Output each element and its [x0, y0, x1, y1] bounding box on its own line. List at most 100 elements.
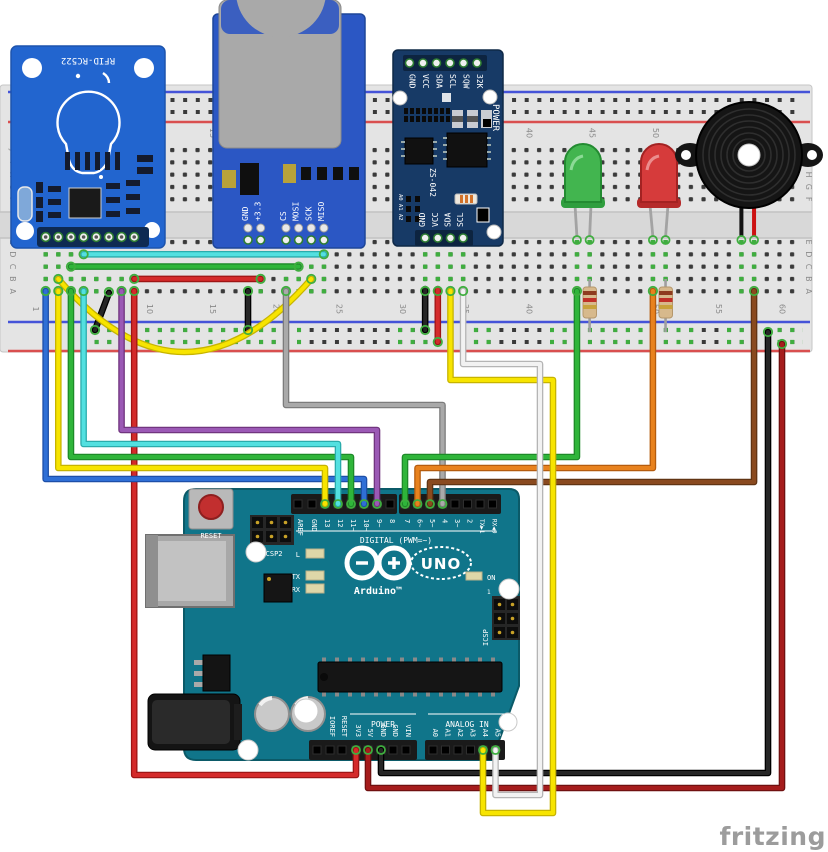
rtc-model-label: ZS-042 — [428, 168, 437, 197]
rtc-orange-resistor — [454, 193, 478, 205]
icsp2-header — [250, 515, 294, 545]
qfp-chip — [263, 573, 293, 603]
svg-text:45: 45 — [588, 128, 597, 138]
sd-card — [218, 0, 342, 149]
svg-text:10: 10 — [145, 304, 154, 314]
svg-text:AREF: AREF — [296, 519, 304, 536]
led-rx — [305, 583, 325, 594]
smd — [476, 207, 490, 223]
svg-text:50: 50 — [651, 128, 660, 138]
svg-text:A: A — [8, 288, 17, 294]
sd-pin-labels: GND +3.3 CS MOSI SCK MISO — [241, 202, 326, 221]
svg-text:SCL: SCL — [448, 74, 457, 89]
svg-text:GND: GND — [408, 74, 417, 89]
rtc-main-ic — [443, 132, 491, 168]
antenna-icon — [56, 72, 121, 175]
svg-text:VCC: VCC — [431, 212, 440, 227]
usb-connector — [145, 534, 235, 608]
red-led[interactable] — [637, 143, 681, 245]
resistor-1[interactable] — [582, 279, 597, 332]
svg-text:SCK: SCK — [304, 206, 313, 221]
smd — [442, 93, 451, 102]
led-tx — [305, 570, 325, 581]
svg-text:B: B — [804, 276, 813, 282]
svg-text:12: 12 — [336, 519, 344, 527]
svg-text:60: 60 — [777, 304, 786, 314]
mounting-hole — [392, 90, 408, 106]
svg-text:C: C — [804, 264, 813, 270]
smd-pads — [36, 152, 153, 222]
svg-text:A4: A4 — [481, 729, 489, 737]
svg-text:D: D — [804, 251, 813, 257]
svg-text:7: 7 — [403, 519, 411, 523]
svg-text:A1: A1 — [444, 729, 452, 737]
svg-text:10~: 10~ — [362, 519, 370, 532]
mounting-hole — [486, 224, 502, 240]
rfid-pins — [40, 231, 140, 243]
svg-text:ON: ON — [487, 574, 495, 582]
rfid-rc522-module[interactable]: RFID-RC522 — [10, 45, 166, 249]
reset-label: RESET — [200, 532, 222, 540]
svg-text:5V: 5V — [366, 729, 374, 738]
atmega-chip — [317, 657, 503, 697]
digital-header-left[interactable] — [291, 494, 397, 514]
svg-text:A2: A2 — [456, 729, 464, 737]
rtc-small-ic — [401, 137, 437, 165]
svg-text:40: 40 — [524, 304, 533, 314]
rtc-top-pins — [404, 58, 482, 68]
rtc-power-label: POWER — [490, 104, 500, 132]
fritzing-watermark: fritzing — [719, 822, 826, 851]
analog-caption: ANALOG IN — [445, 720, 489, 729]
svg-text:VCC: VCC — [421, 74, 430, 89]
svg-text:RX◀0: RX◀0 — [491, 519, 498, 534]
power-header[interactable] — [309, 740, 417, 760]
rfid-chip — [68, 187, 102, 219]
digital-caption: DIGITAL (PWM=~) — [360, 536, 432, 545]
svg-text:1: 1 — [31, 306, 40, 311]
svg-text:RX: RX — [292, 586, 301, 594]
digital-header-right[interactable] — [399, 494, 501, 514]
sd-card-module[interactable]: GND +3.3 CS MOSI SCK MISO — [212, 0, 366, 249]
svg-text:GND: GND — [418, 212, 427, 227]
svg-text:A5: A5 — [494, 729, 502, 737]
svg-text:B: B — [8, 276, 17, 282]
svg-text:SCL: SCL — [456, 212, 465, 227]
svg-text:SDA: SDA — [443, 212, 452, 227]
mounting-hole — [498, 578, 520, 600]
icsp2-label: ICSP2 — [261, 550, 282, 558]
svg-text:GND: GND — [241, 206, 250, 221]
arduino-uno[interactable]: RESET ICSP2 AREF GND 13 12 11~ 10~ 9~ 8 … — [145, 488, 520, 761]
svg-text:VIN: VIN — [404, 724, 412, 737]
icsp-pin1-label: 1 — [487, 589, 491, 596]
rtc-address-label: A0 A1 A2 — [397, 194, 403, 221]
reset-button[interactable] — [188, 488, 234, 530]
rtc-ds3231-module[interactable]: GND VCC SDA SCL SQW 32K POWER ZS-042 A0 … — [392, 49, 504, 247]
svg-text:RESET: RESET — [340, 716, 348, 738]
svg-text:C: C — [8, 264, 17, 270]
uno-oval — [410, 546, 472, 580]
rfid-label: RFID-RC522 — [61, 55, 115, 65]
svg-text:4: 4 — [441, 519, 449, 523]
icsp-label: ICSP — [482, 629, 490, 646]
svg-text:GND: GND — [310, 519, 318, 532]
mounting-hole — [22, 58, 42, 78]
resistor-2[interactable] — [658, 279, 673, 332]
sd-components — [222, 163, 359, 195]
piezo-buzzer[interactable] — [675, 101, 823, 245]
svg-text:11~: 11~ — [349, 519, 357, 532]
mounting-hole — [293, 698, 319, 724]
mounting-hole — [245, 541, 267, 563]
buzzer-grooves — [702, 108, 796, 202]
uno-label: UNO — [421, 555, 462, 573]
svg-text:E: E — [804, 239, 813, 244]
svg-text:9~: 9~ — [375, 519, 383, 527]
svg-text:+3.3: +3.3 — [254, 202, 263, 221]
svg-text:IOREF: IOREF — [328, 716, 336, 737]
mounting-hole — [482, 89, 498, 105]
power-jack — [147, 693, 242, 751]
svg-text:H: H — [804, 172, 813, 178]
svg-text:A: A — [804, 288, 813, 294]
green-led[interactable] — [561, 143, 605, 245]
rtc-bottom-pin-labels: GND VCC SDA SCL — [418, 212, 465, 227]
